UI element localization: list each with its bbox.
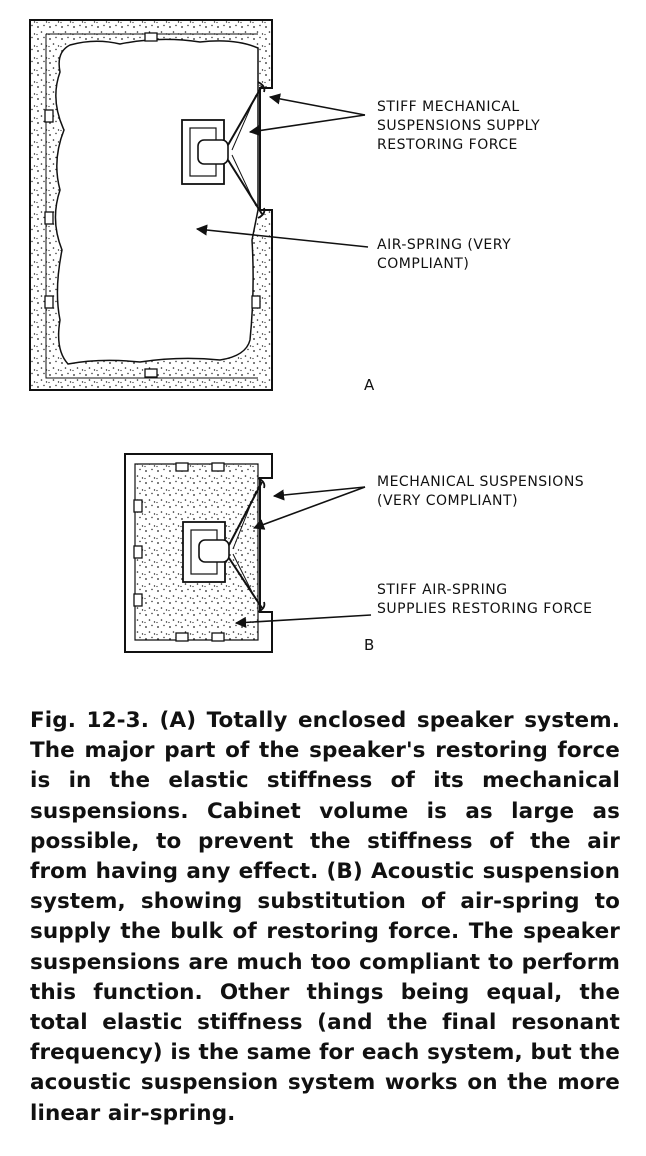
panel-b-suspension-label: MECHANICAL SUSPENSIONS (VERY COMPLIANT) [377, 474, 589, 509]
panel-b-letter: B [364, 636, 374, 654]
speaker-enclosure-figure: STIFF MECHANICAL SUSPENSIONS SUPPLY REST… [29, 19, 593, 654]
panel-a-air-spring-label: AIR-SPRING (VERY COMPLIANT) [377, 237, 516, 272]
panel-b-air-spring-label: STIFF AIR-SPRING SUPPLIES RESTORING FORC… [377, 582, 593, 617]
panel-a-letter: A [364, 376, 375, 394]
panel-a-callout-arrows [195, 93, 369, 248]
panel-a-enclosure [29, 19, 273, 391]
panel-a-suspension-label: STIFF MECHANICAL SUSPENSIONS SUPPLY REST… [377, 99, 545, 153]
panel-b-callout-arrows [234, 486, 372, 628]
figure-caption: Fig. 12-3. (A) Totally enclosed speaker … [30, 708, 620, 1126]
panel-b-speaker-driver [182, 477, 266, 613]
panel-a-speaker-driver [181, 81, 266, 219]
